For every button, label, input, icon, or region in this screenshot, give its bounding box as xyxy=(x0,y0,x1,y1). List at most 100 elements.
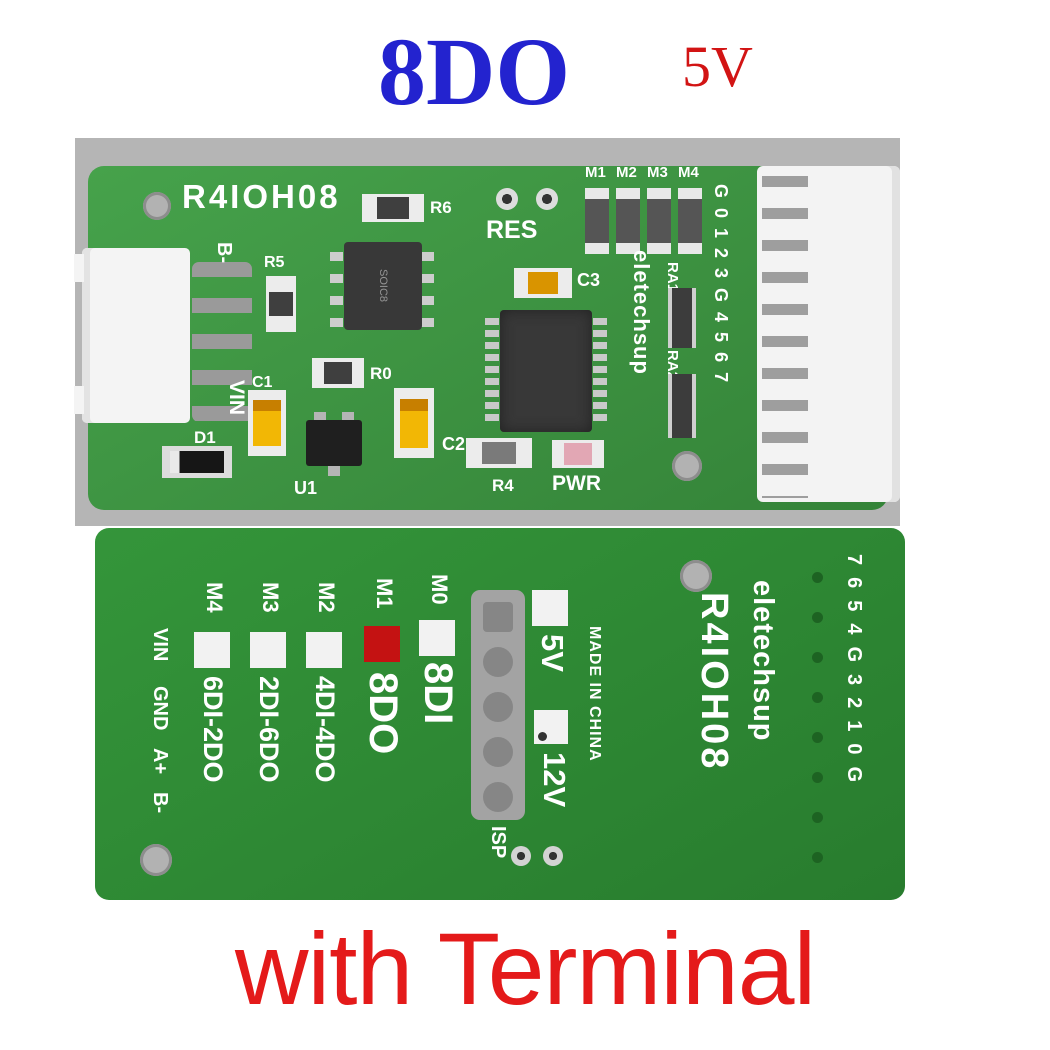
terminal-vin-label: VIN xyxy=(149,628,171,662)
led-pwr xyxy=(552,440,604,468)
mode-m4-pad xyxy=(194,632,230,668)
via-pad xyxy=(812,852,823,863)
top-model-label: R4IOH08 xyxy=(182,178,341,215)
resistor-body xyxy=(376,197,410,219)
jumper-m3-label: M3 xyxy=(647,164,668,181)
resistor-array-ra2 xyxy=(668,374,696,438)
u1-label: U1 xyxy=(294,478,318,498)
transistor-u1-leg xyxy=(328,466,340,476)
mode-m0-label: M0 xyxy=(427,574,452,605)
reset-pad-hole xyxy=(536,188,558,210)
r5-label: R5 xyxy=(264,254,285,271)
mode-m3-pad xyxy=(250,632,286,668)
isp-pad xyxy=(483,737,513,767)
capacitor-c1 xyxy=(248,390,286,456)
diode-d1 xyxy=(162,446,232,478)
isp-pad xyxy=(483,782,513,812)
resistor-r5 xyxy=(266,276,296,332)
mode-m0-value: 8DI xyxy=(416,662,460,725)
isp-label: ISP xyxy=(487,826,509,859)
top-pin-labels: G0123G4567 xyxy=(711,184,731,393)
led-body xyxy=(564,443,592,465)
resistor-r6 xyxy=(362,194,424,222)
headline-voltage: 5V xyxy=(682,34,753,99)
v5-pad xyxy=(532,590,568,626)
bottom-brand-label: eletechsup xyxy=(747,580,779,742)
isp-pad xyxy=(483,647,513,677)
connector-left xyxy=(82,248,190,423)
terminal-bminus-label: B- xyxy=(149,792,171,814)
connector-right-pins xyxy=(762,176,808,498)
mounting-hole xyxy=(143,192,171,220)
connector-left-pins xyxy=(192,262,252,422)
r0-label: R0 xyxy=(370,364,392,383)
bottom-pin-labels: 7654G3210G xyxy=(843,554,865,795)
capacitor-body xyxy=(481,441,517,465)
via-pad xyxy=(812,732,823,743)
capacitor-body xyxy=(253,399,281,447)
resistor-body xyxy=(324,361,352,385)
transistor-u1-leg xyxy=(342,412,354,422)
pwr-label: PWR xyxy=(552,472,601,495)
ic-main-pins-right xyxy=(593,318,607,426)
d1-label: D1 xyxy=(194,428,216,447)
isp-pad xyxy=(483,692,513,722)
mounting-hole xyxy=(140,844,172,876)
capacitor-c2 xyxy=(466,438,532,468)
mode-m2-label: M2 xyxy=(314,582,339,613)
resistor-array-ra1 xyxy=(668,288,696,348)
mounting-hole xyxy=(680,560,712,592)
connector-left-tab xyxy=(74,386,84,414)
resistor-body xyxy=(269,291,293,317)
ra2-label: RA2 xyxy=(664,350,681,381)
vin-label: VIN xyxy=(225,380,248,416)
mode-m2-pad xyxy=(306,632,342,668)
solder-pad-hole xyxy=(511,846,531,866)
mode-m4-value: 6DI-2DO xyxy=(198,676,228,783)
via-pad xyxy=(812,612,823,623)
made-in-label: MADE IN CHINA xyxy=(586,626,603,762)
via-pad xyxy=(812,572,823,583)
reset-label: RES xyxy=(486,216,538,244)
capacitor-body xyxy=(399,398,429,448)
solder-pad-hole xyxy=(543,846,563,866)
v5-label: 5V xyxy=(535,634,570,672)
ic-main xyxy=(500,310,592,432)
b-minus-label: B- xyxy=(213,242,235,264)
r4-label: R4 xyxy=(492,476,514,495)
mode-m1-value: 8DO xyxy=(361,672,405,755)
jumper-resistor xyxy=(647,188,671,254)
mode-m3-label: M3 xyxy=(258,582,283,613)
mode-m1-label: M1 xyxy=(372,578,397,609)
footer-caption: with Terminal xyxy=(234,912,816,1026)
jumper-resistor xyxy=(678,188,702,254)
transistor-u1 xyxy=(306,420,362,466)
c3-label: C3 xyxy=(577,270,601,290)
via-pad xyxy=(812,692,823,703)
jumper-resistor xyxy=(585,188,609,254)
jumper-m2-label: M2 xyxy=(616,164,637,181)
c1-label: C1 xyxy=(252,374,273,391)
mode-m4-label: M4 xyxy=(202,582,227,613)
ic-soic8: SOIC8 xyxy=(344,242,422,330)
bottom-model-label: R4IOH08 xyxy=(693,592,735,772)
reset-pad-hole xyxy=(496,188,518,210)
transistor-u1-leg xyxy=(314,412,326,422)
capacitor-body xyxy=(527,271,559,295)
diode-body xyxy=(170,450,224,474)
mode-m1-pad-selected xyxy=(364,626,400,662)
jumper-resistor xyxy=(616,188,640,254)
ic-soic8-pins-left xyxy=(330,252,343,331)
v12-label: 12V xyxy=(537,752,572,808)
isp-pad xyxy=(483,602,513,632)
via-pad xyxy=(812,812,823,823)
capacitor-c3 xyxy=(514,268,572,298)
r6-label: R6 xyxy=(430,198,452,217)
resistor-r0 xyxy=(312,358,364,388)
ra1-label: RA1 xyxy=(664,262,681,293)
ic-soic8-pins-right xyxy=(421,252,434,331)
headline-8do: 8DO xyxy=(378,18,570,125)
terminal-aplus-label: A+ xyxy=(149,748,171,775)
via-pad xyxy=(812,652,823,663)
v12-pad-dot xyxy=(538,732,547,741)
